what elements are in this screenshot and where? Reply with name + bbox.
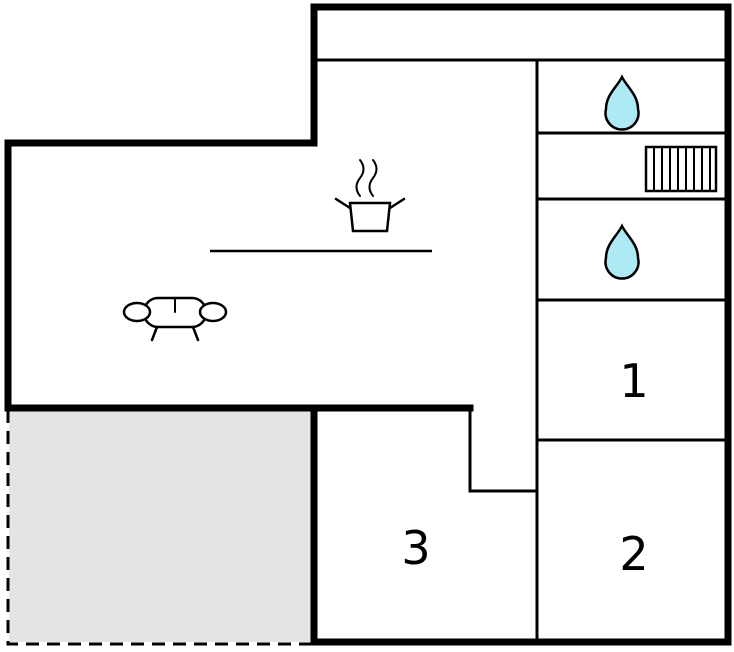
steam-icon: [355, 159, 365, 197]
room-label-1: 1: [619, 354, 648, 408]
radiator-icon: [644, 145, 718, 193]
radiator-fins: [653, 147, 711, 191]
terrace-fill: [9, 410, 312, 642]
pot-body: [348, 201, 392, 233]
terrace-dashed-border: [6, 410, 312, 646]
terrace-area: [6, 410, 312, 646]
sofa-armrest-left: [122, 301, 152, 323]
steam-icon: [368, 159, 378, 197]
water-drop-icon: [604, 223, 640, 280]
stove-pot-icon: [334, 159, 406, 233]
exterior-walls: [4, 3, 732, 646]
pot-handle-right: [388, 197, 406, 210]
sofa-armrest-right: [198, 301, 228, 323]
radiator-frame: [644, 145, 718, 193]
sofa-leg-left: [150, 325, 159, 342]
room-label-3: 3: [401, 521, 430, 575]
sofa-icon: [122, 296, 228, 342]
room-label-2: 2: [619, 527, 648, 581]
water-drop-icon: [604, 74, 640, 131]
interior-walls: [312, 58, 730, 644]
pot-handle-left: [334, 197, 352, 210]
sofa-leg-right: [191, 325, 200, 342]
